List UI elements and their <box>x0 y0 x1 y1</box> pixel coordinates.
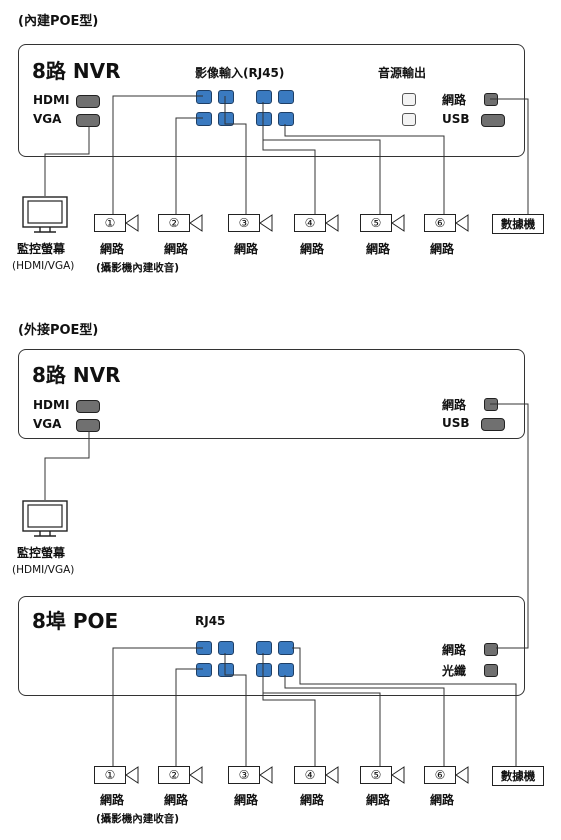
usb-port <box>481 418 505 431</box>
usb-port <box>481 114 505 127</box>
rj45-port <box>256 663 272 677</box>
camera-label: 網路 <box>99 242 124 256</box>
rj45-port <box>218 90 234 104</box>
monitor-label: 監控螢幕 <box>17 242 66 256</box>
camera-label: 網路 <box>233 242 258 256</box>
monitor-icon <box>22 196 68 238</box>
monitor-icon <box>22 500 68 542</box>
poe-network-label: 網路 <box>442 643 467 657</box>
nvr-title: 8路 NVR <box>32 59 121 83</box>
nvr-title: 8路 NVR <box>32 363 121 387</box>
camera-note: (攝影機內建收音) <box>96 262 180 274</box>
poe-fiber-label: 光纖 <box>442 664 467 678</box>
camera-label: 網路 <box>233 793 258 807</box>
camera-label: 網路 <box>163 242 188 256</box>
rj45-port <box>218 641 234 655</box>
camera-number: ③ <box>228 766 260 784</box>
hdmi-label: HDMI <box>33 93 70 107</box>
hdmi-port <box>76 400 100 413</box>
rj45-label: RJ45 <box>195 614 226 628</box>
camera-number: ② <box>158 214 190 232</box>
vga-label: VGA <box>33 112 62 126</box>
hdmi-label: HDMI <box>33 398 70 412</box>
rj45-port <box>218 663 234 677</box>
camera-number: ⑥ <box>424 214 456 232</box>
rj45-port <box>196 112 212 126</box>
hdmi-port <box>76 95 100 108</box>
camera-label: 網路 <box>365 793 390 807</box>
camera-label: 網路 <box>429 242 454 256</box>
rj45-port <box>278 90 294 104</box>
usb-label: USB <box>442 416 470 430</box>
camera-label: 網路 <box>299 242 324 256</box>
camera-note: (攝影機內建收音) <box>96 813 180 825</box>
rj45-port <box>278 112 294 126</box>
monitor-sub-label: (HDMI/VGA) <box>12 260 75 272</box>
vga-label: VGA <box>33 417 62 431</box>
poe-title: 8埠 POE <box>32 609 119 633</box>
rj45-port <box>196 663 212 677</box>
camera-number: ① <box>94 766 126 784</box>
usb-label: USB <box>442 112 470 126</box>
rj45-port <box>278 663 294 677</box>
network-label: 網路 <box>442 93 467 107</box>
modem-box: 數據機 <box>492 214 544 234</box>
audio-port <box>402 113 416 126</box>
poe-fiber-port <box>484 664 498 677</box>
rj45-port <box>256 112 272 126</box>
camera-label: 網路 <box>299 793 324 807</box>
rj45-port <box>256 90 272 104</box>
poe-network-port <box>484 643 498 656</box>
camera-label: 網路 <box>429 793 454 807</box>
rj45-port <box>218 112 234 126</box>
camera-label: 網路 <box>365 242 390 256</box>
audio-port <box>402 93 416 106</box>
network-label: 網路 <box>442 398 467 412</box>
camera-label: 網路 <box>163 793 188 807</box>
rj45-port <box>256 641 272 655</box>
section2-title: (外接POE型) <box>18 323 99 338</box>
monitor-label: 監控螢幕 <box>17 546 66 560</box>
modem-box: 數據機 <box>492 766 544 786</box>
camera-label: 網路 <box>99 793 124 807</box>
vga-port <box>76 114 100 127</box>
audio-output-label: 音源輸出 <box>378 66 427 80</box>
rj45-port <box>196 90 212 104</box>
monitor-sub-label: (HDMI/VGA) <box>12 564 75 576</box>
vga-port <box>76 419 100 432</box>
section1-title: (內建POE型) <box>18 14 99 29</box>
video-input-label: 影像輸入(RJ45) <box>195 66 285 80</box>
nvr-external-poe <box>18 349 525 439</box>
